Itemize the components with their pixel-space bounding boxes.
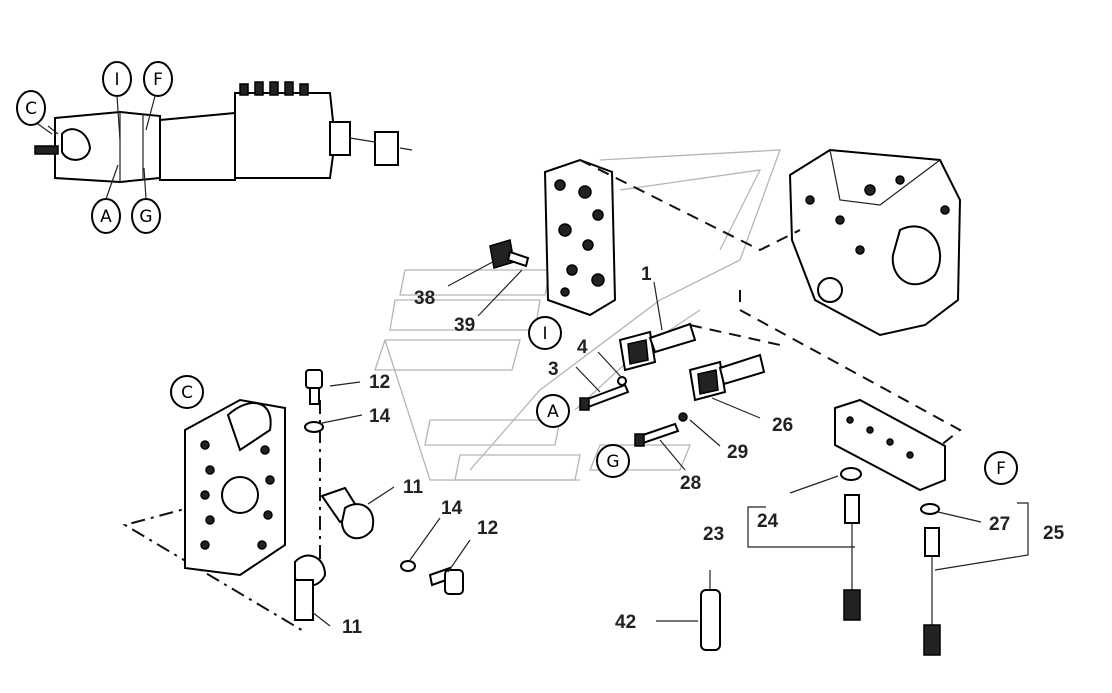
marker-left-c: C: [170, 375, 204, 409]
callout-23: 23: [703, 524, 724, 545]
marker-mid-i: I: [528, 316, 562, 350]
solenoid-26: [688, 353, 766, 402]
sensor-38: [489, 239, 530, 269]
callout-27: 27: [989, 514, 1010, 535]
callout-26: 26: [772, 415, 793, 436]
callout-39: 39: [454, 315, 475, 336]
svg-text:I: I: [114, 70, 119, 90]
marker-top-i: I: [102, 61, 132, 97]
callout-1: 1: [641, 264, 652, 285]
marker-top-g: G: [131, 198, 161, 234]
solenoid-1: [618, 322, 697, 372]
callout-3: 3: [548, 359, 559, 380]
svg-text:I: I: [542, 324, 547, 344]
ghost-outline-arrows: [374, 149, 781, 481]
bolt-12-upper: [305, 369, 323, 405]
callout-11-lower: 11: [342, 617, 363, 638]
dashed-guides: [122, 159, 962, 633]
marker-mid-a: A: [536, 394, 570, 428]
bracket-25: [934, 502, 1029, 571]
svg-text:A: A: [100, 207, 112, 227]
cover-plate: [184, 398, 286, 577]
callout-numbers: 1 3 4 11 11 12 12 14 14 23 24 25 26 27 2…: [342, 264, 1065, 638]
marker-top-a: A: [91, 198, 121, 234]
callout-42: 42: [615, 612, 636, 633]
sealant-tube-42: [700, 570, 721, 651]
callout-14-lower: 14: [441, 498, 463, 519]
washer-29: [678, 412, 688, 422]
bolt-3: [579, 383, 630, 411]
svg-text:G: G: [606, 452, 619, 472]
svg-text:C: C: [181, 383, 193, 403]
marker-mid-g: G: [596, 444, 630, 478]
svg-text:A: A: [547, 402, 559, 422]
fitting-11-upper: [320, 486, 375, 540]
marker-top-c: C: [16, 90, 46, 126]
svg-text:F: F: [153, 70, 163, 90]
washer-14-lower: [400, 560, 416, 572]
callout-12-upper: 12: [369, 372, 390, 393]
bolt-12-lower: [428, 566, 464, 595]
callout-4: 4: [577, 337, 588, 358]
o-ring-27: [920, 503, 940, 515]
marker-right-f: F: [984, 451, 1018, 485]
callout-24: 24: [757, 511, 779, 532]
washer-14-upper: [304, 421, 324, 433]
marker-top-f: F: [143, 61, 173, 97]
valve-block-f: [834, 398, 946, 492]
callout-12-lower: 12: [477, 518, 498, 539]
washer-4: [617, 376, 627, 386]
callout-25: 25: [1043, 523, 1065, 544]
sensor-25: [923, 527, 941, 656]
callout-29: 29: [727, 442, 748, 463]
svg-text:F: F: [996, 459, 1006, 479]
transmission-housing: [788, 148, 962, 337]
callout-11-upper: 11: [403, 477, 424, 498]
fitting-11-lower: [294, 554, 327, 621]
svg-text:C: C: [25, 99, 37, 119]
bolt-28: [634, 422, 680, 447]
overview-assembly-sketch: [34, 81, 413, 184]
sensor-23: [843, 494, 861, 621]
valve-body: [543, 158, 617, 317]
o-ring-24: [840, 467, 862, 481]
leader-lines: [311, 257, 982, 627]
svg-text:G: G: [139, 207, 152, 227]
bracket-23: [747, 506, 855, 548]
callout-14-upper: 14: [369, 406, 391, 427]
callout-38: 38: [414, 288, 435, 309]
callout-28: 28: [680, 473, 701, 494]
